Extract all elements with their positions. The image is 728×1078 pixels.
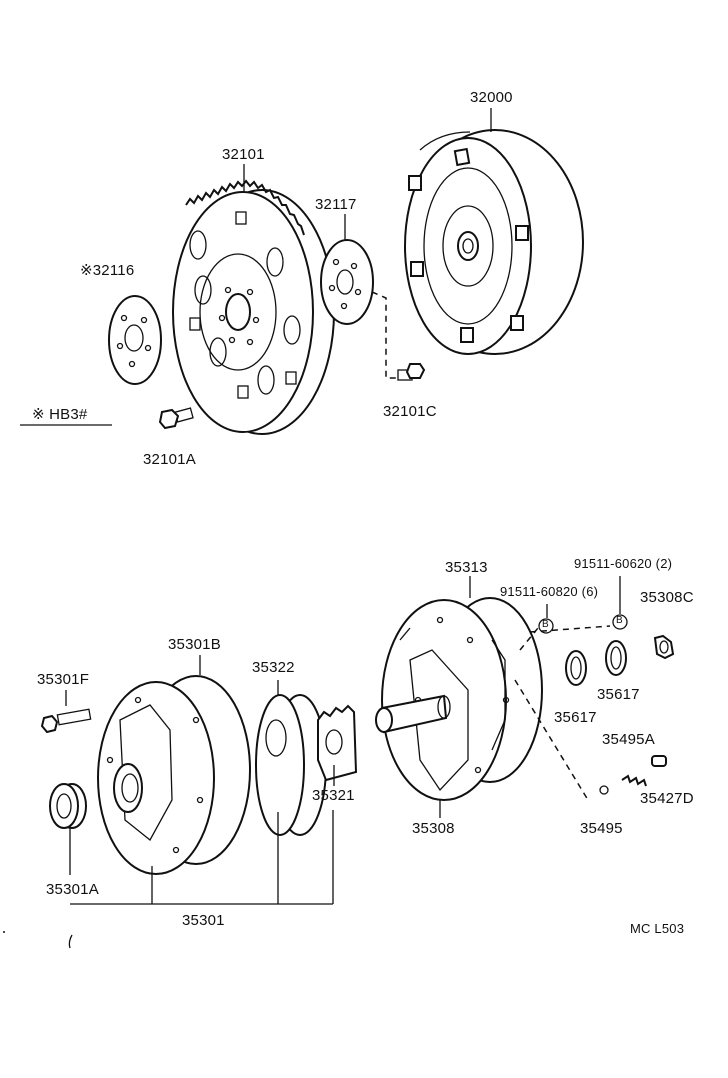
ball-35495 — [599, 785, 609, 795]
label-35427D: 35427D — [640, 790, 694, 807]
label-32000: 32000 — [470, 89, 513, 106]
label-91511-60620: 91511-60620 (2) — [574, 556, 673, 571]
drive-gear-35321 — [317, 704, 358, 786]
assembly-bracket-35301 — [70, 810, 334, 905]
label-32101: 32101 — [222, 146, 265, 163]
oil-pump-body-35301B — [97, 655, 251, 875]
label-35301F: 35301F — [37, 671, 90, 688]
label-32117: 32117 — [315, 196, 357, 213]
label-35301B: 35301B — [168, 636, 221, 653]
diagram-code: MC L503 — [630, 921, 685, 936]
label-35322: 35322 — [252, 659, 295, 676]
bushing-35308C — [653, 634, 675, 660]
label-35308C: 35308C — [640, 589, 694, 606]
b-marker-label-2: B — [616, 615, 623, 626]
bolt-32101C — [397, 363, 426, 381]
drive-plate-32101 — [172, 164, 335, 435]
bolt-35301F — [40, 690, 92, 734]
label-35321: 35321 — [312, 787, 355, 804]
spacer-32117 — [320, 214, 400, 379]
torque-converter-32000 — [404, 108, 584, 355]
b-marker-2 — [612, 614, 628, 630]
label-32101C: 32101C — [383, 403, 437, 420]
label-91511-60820: 91511-60820 (6) — [500, 584, 599, 599]
b-marker-label-1: B — [542, 619, 549, 630]
label-35617-a: 35617 — [554, 709, 597, 726]
label-35301A: 35301A — [46, 881, 99, 898]
bolt-32101A — [158, 407, 194, 430]
label-35313: 35313 — [445, 559, 488, 576]
label-32101A: 32101A — [143, 451, 196, 468]
oil-seal-35301A — [49, 783, 87, 875]
pump-cover-35308 — [375, 576, 611, 818]
b-marker-1 — [538, 618, 554, 634]
label-35495: 35495 — [580, 820, 623, 837]
seal-rings-35617 — [565, 640, 627, 686]
label-hb3: ※ HB3# — [32, 406, 88, 423]
label-35301: 35301 — [182, 912, 225, 929]
driven-gear-35322 — [255, 680, 327, 836]
label-32116: ※32116 — [80, 262, 135, 279]
spring-35495A — [621, 774, 647, 787]
plug-35427D — [651, 755, 667, 767]
label-35495A: 35495A — [602, 731, 655, 748]
label-35308: 35308 — [412, 820, 455, 837]
spacer-32116 — [108, 295, 162, 385]
label-35617-b: 35617 — [597, 686, 640, 703]
